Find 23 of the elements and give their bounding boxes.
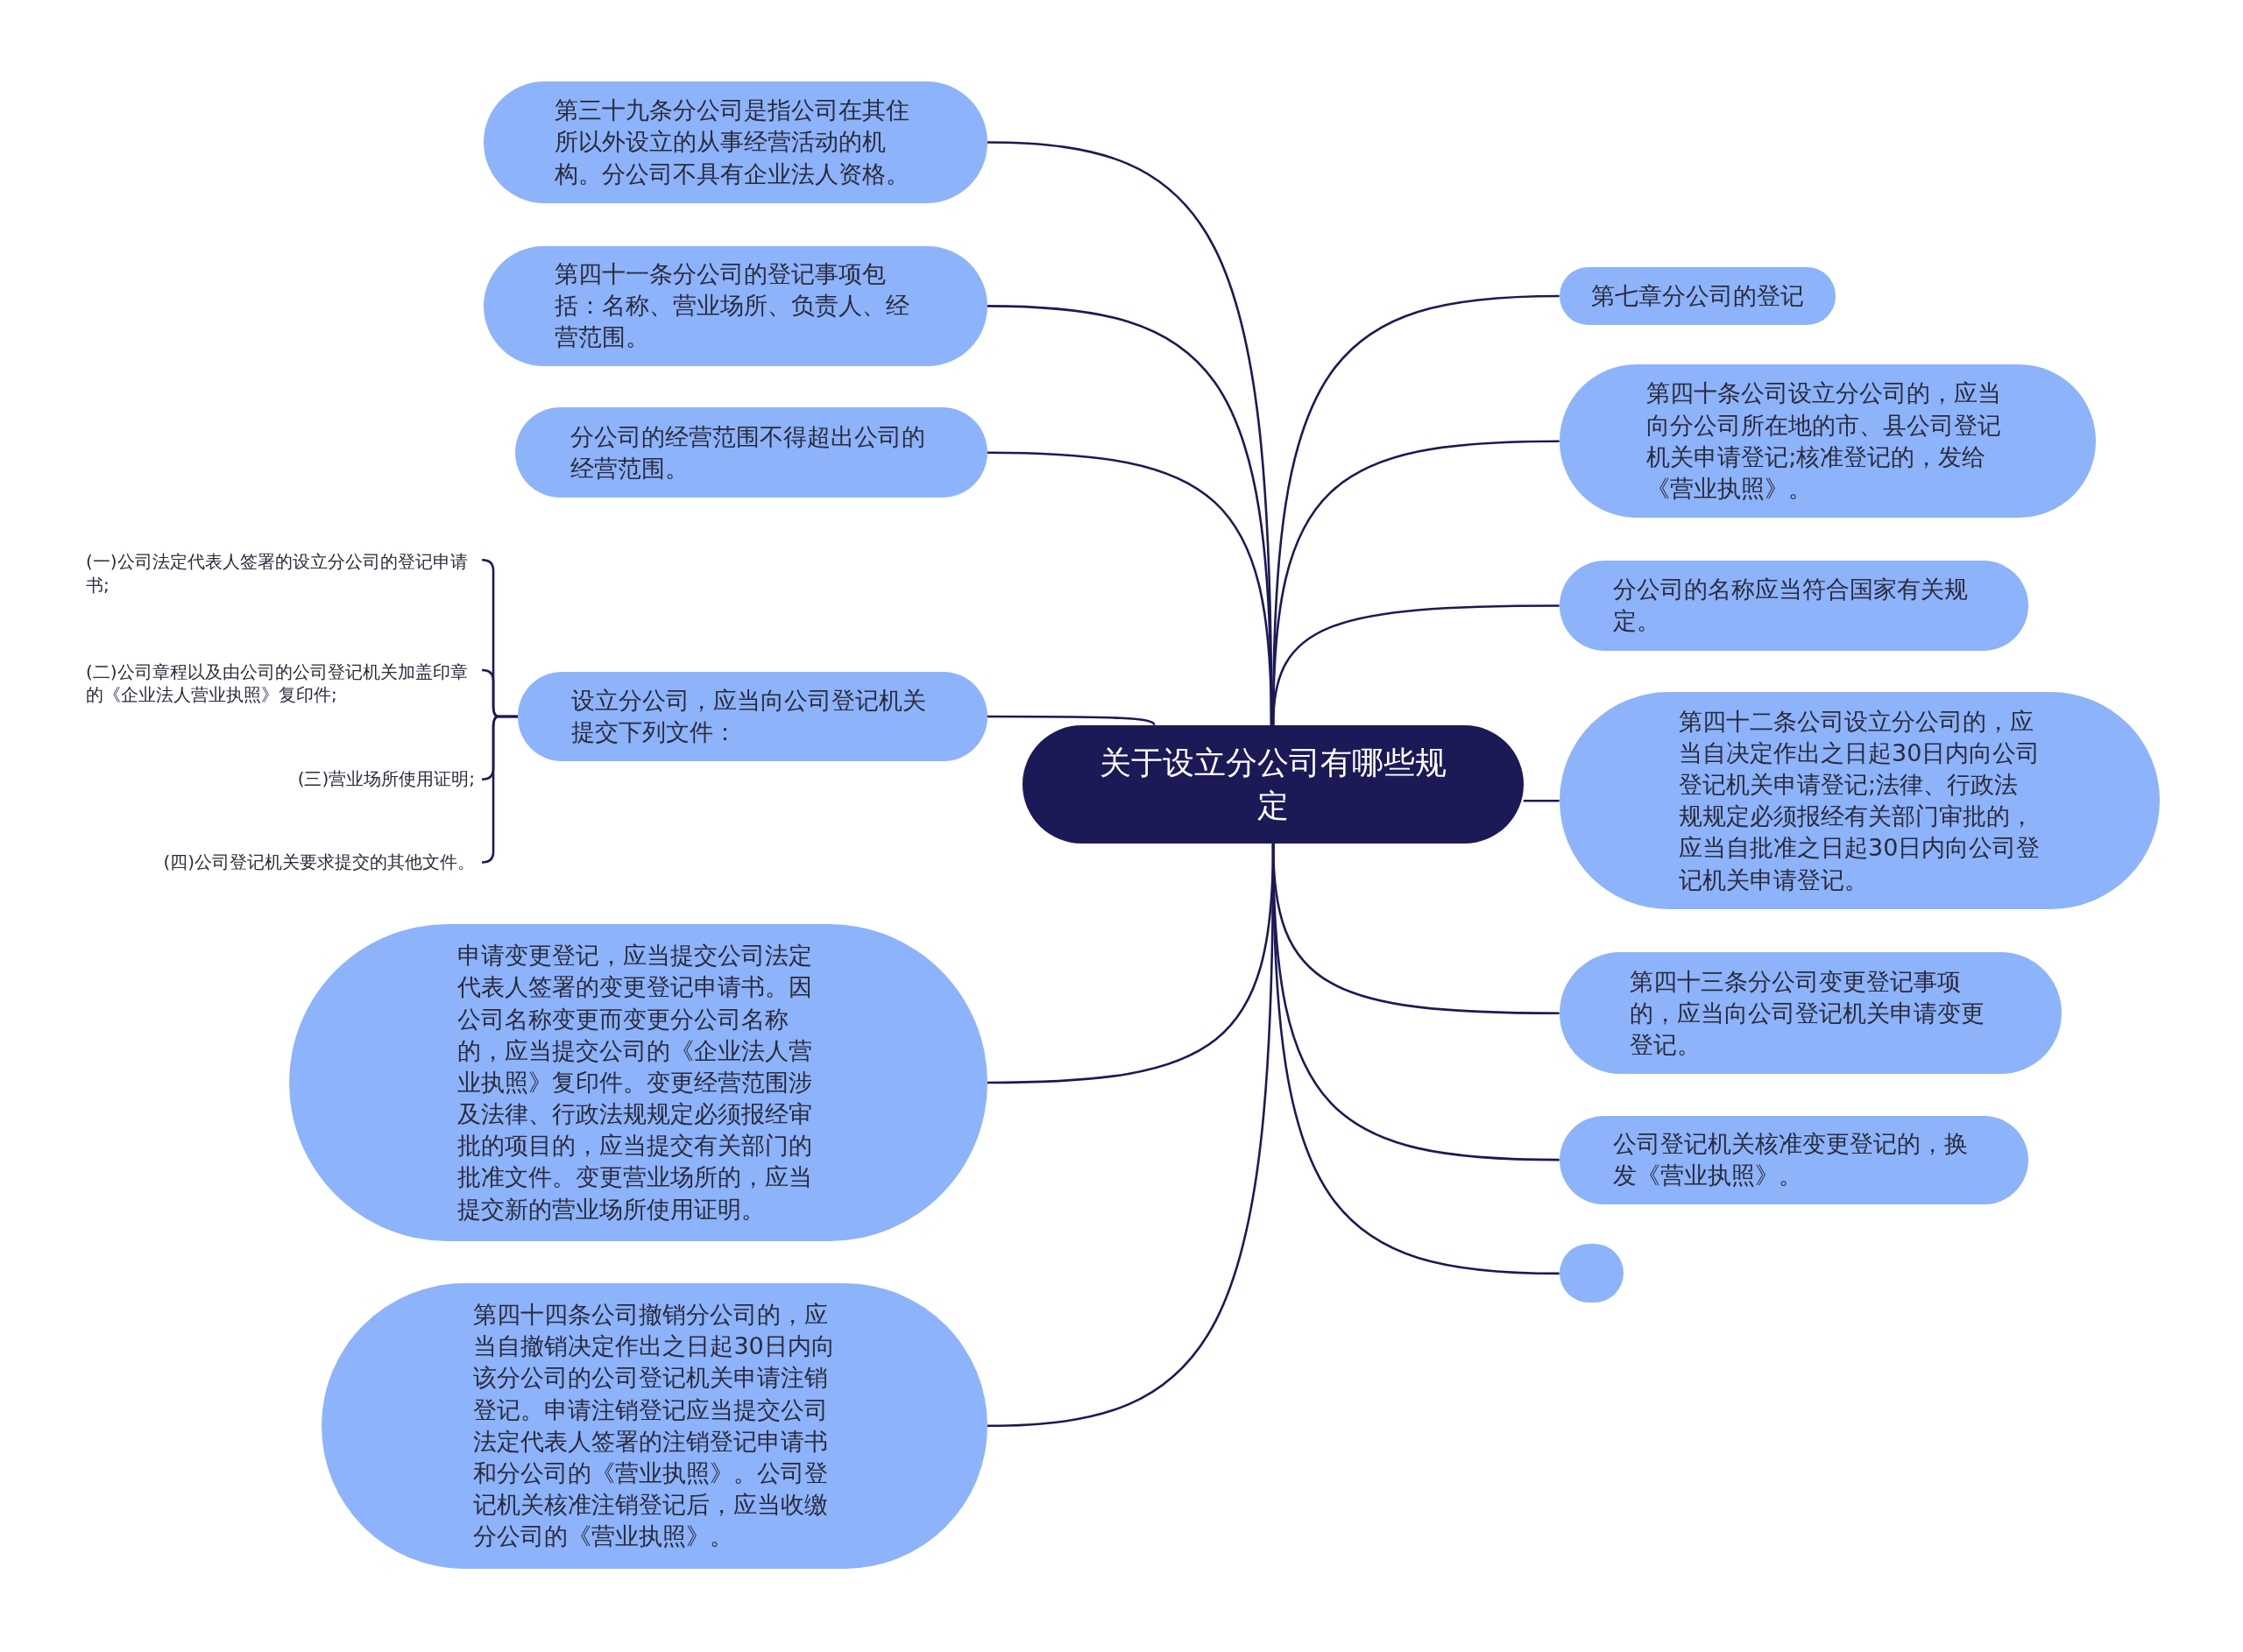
central-topic: 关于设立分公司有哪些规定 [1022,724,1524,844]
list-item-text: (一)公司法定代表人签署的设立分公司的登记申请书; [85,547,476,600]
topic-bubble: 分公司的经营范围不得超出公司的经营范围。 [514,407,987,498]
list-item-text: (四)公司登记机关要求提交的其他文件。 [100,848,476,877]
topic-bubble: 第四十四条公司撤销分公司的，应当自撤销决定作出之日起30日内向该分公司的公司登记机关申请注销登记。申请注销登记应当提交公司法定代表人签署的注销登记申请书和分公司的《营业执照》。公司登记机关核准注销登记后，应当收缴分公司的《营业执照》。 [322,1282,987,1570]
bracket-connector [481,715,519,864]
topic-bubble: 第四十三条分公司变更登记事项的，应当向公司登记机关申请变更登记。 [1559,952,2062,1075]
topic-bubble: 第三十九条分公司是指公司在其住所以外设立的从事经营活动的机构。分公司不具有企业法人资格。 [483,81,987,203]
branch-line [987,715,1156,726]
topic-bubble: 第四十二条公司设立分公司的，应当自决定作出之日起30日内向公司登记机关申请登记;法律、行政法规规定必须报经有关部门审批的，应当自批准之日起30日内向公司登记机关申请登记。 [1559,692,2161,910]
list-item-text: (三)营业场所使用证明; [214,765,476,794]
branch-line [987,451,1273,725]
list-item-text: (二)公司章程以及由公司的公司登记机关加盖印章的《企业法人营业执照》复印件; [85,658,476,710]
branch-line [1271,844,1560,1275]
topic-bubble: 申请变更登记，应当提交公司法定代表人签署的变更登记申请书。因公司名称变更而变更分公司名称的，应当提交公司的《企业法人营业执照》复印件。变更经营范围涉及法律、行政法规规定必须报经审批的项目的，应当提交有关部门的批准文件。变更营业场所的，应当提交新的营业场所使用证明。 [288,923,987,1242]
branch-line [1523,800,1560,802]
topic-bubble: 公司登记机关核准变更登记的，换发《营业执照》。 [1559,1115,2029,1204]
branch-line [1271,604,1560,725]
topic-bubble: 设立分公司，应当向公司登记机关提交下列文件： [518,672,987,761]
topic-bubble: 分公司的名称应当符合国家有关规定。 [1559,561,2029,651]
topic-bubble: 第四十一条分公司的登记事项包括：名称、营业场所、负责人、经营范围。 [483,245,987,366]
topic-bubble: 第七章分公司的登记 [1559,267,1836,325]
topic-bubble: 第四十条公司设立分公司的，应当向分公司所在地的市、县公司登记机关申请登记;核准登记的，发给《营业执照》。 [1559,364,2096,518]
